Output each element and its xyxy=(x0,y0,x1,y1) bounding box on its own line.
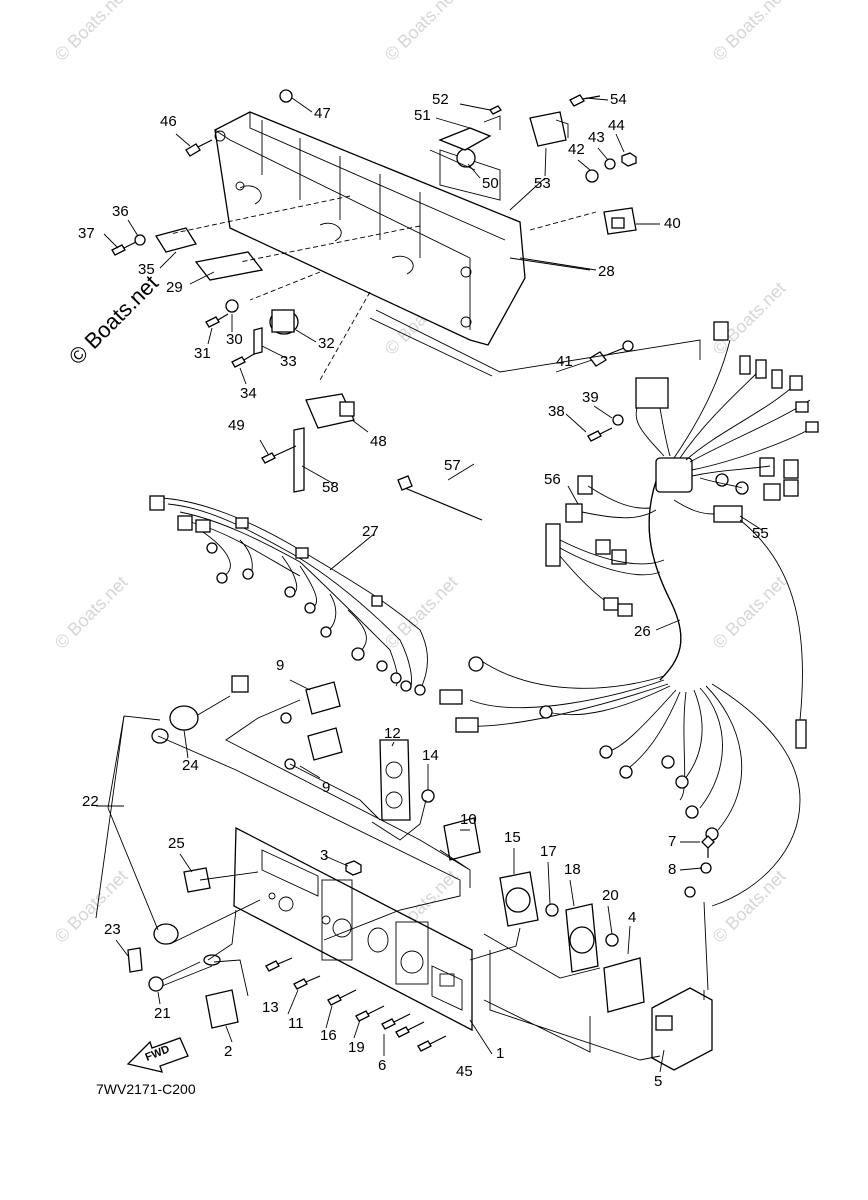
watermark: © Boats.net xyxy=(709,278,790,359)
part-label-22: 22 xyxy=(82,793,99,810)
part-label-26: 26 xyxy=(634,623,651,640)
part-label-34: 34 xyxy=(240,385,257,402)
part-label-40: 40 xyxy=(664,215,681,232)
leader-lines-top xyxy=(169,149,701,381)
part-label-2: 2 xyxy=(224,1043,232,1060)
part-label-48: 48 xyxy=(370,433,387,450)
watermark: © Boats.net xyxy=(709,0,790,65)
part-label-50: 50 xyxy=(482,175,499,192)
part-label-44: 44 xyxy=(608,117,625,134)
part-label-55: 55 xyxy=(752,525,769,542)
part-labels: 1 2 3 4 5 6 7 8 9 9 10 11 12 13 14 15 16… xyxy=(78,91,769,1090)
part-label-13: 13 xyxy=(262,999,279,1016)
part-label-4: 4 xyxy=(628,909,636,926)
part-label-31: 31 xyxy=(194,345,211,362)
part-label-32: 32 xyxy=(318,335,335,352)
part-label-57: 57 xyxy=(444,457,461,474)
watermark: © Boats.net xyxy=(51,0,132,65)
part-label-49: 49 xyxy=(228,417,245,434)
control-box-frame xyxy=(214,111,526,346)
part-label-1: 1 xyxy=(496,1045,504,1062)
fwd-arrow-icon xyxy=(126,1037,189,1073)
part-label-53: 53 xyxy=(534,175,551,192)
diagram-code: 7WV2171-C200 xyxy=(96,1081,196,1097)
part-label-24: 24 xyxy=(182,757,199,774)
label-leader-lines xyxy=(96,97,763,1073)
part-label-19: 19 xyxy=(348,1039,365,1056)
watermark: © Boats.net xyxy=(51,572,132,653)
part-label-25: 25 xyxy=(168,835,185,852)
part-label-18: 18 xyxy=(564,861,581,878)
part-label-14: 14 xyxy=(422,747,439,764)
part-label-51: 51 xyxy=(414,107,431,124)
part-label-23: 23 xyxy=(104,921,121,938)
lower-parts xyxy=(126,675,715,1073)
part-label-20: 20 xyxy=(602,887,619,904)
watermark-prominent: © Boats.net xyxy=(64,270,163,369)
part-label-9b: 9 xyxy=(322,779,330,796)
sub-harness xyxy=(149,495,428,696)
watermark: © Boats.net xyxy=(709,572,790,653)
part-label-47: 47 xyxy=(314,105,331,122)
part-label-38: 38 xyxy=(548,403,565,420)
part-label-29: 29 xyxy=(166,279,183,296)
top-hardware xyxy=(111,89,637,521)
part-label-37: 37 xyxy=(78,225,95,242)
part-label-42: 42 xyxy=(568,141,585,158)
main-harness xyxy=(439,321,819,907)
part-label-33: 33 xyxy=(280,353,297,370)
part-label-30: 30 xyxy=(226,331,243,348)
part-label-56: 56 xyxy=(544,471,561,488)
part-label-36: 36 xyxy=(112,203,129,220)
part-label-28: 28 xyxy=(598,263,615,280)
watermark: © Boats.net xyxy=(381,0,462,65)
part-label-12: 12 xyxy=(384,725,401,742)
part-label-8: 8 xyxy=(668,861,676,878)
part-label-11: 11 xyxy=(288,1015,304,1032)
leader-lines-lower xyxy=(95,699,709,1061)
part-label-17: 17 xyxy=(540,843,557,860)
part-label-7: 7 xyxy=(668,833,676,850)
part-label-39: 39 xyxy=(582,389,599,406)
part-label-46: 46 xyxy=(160,113,177,130)
part-label-27: 27 xyxy=(362,523,379,540)
part-label-41: 41 xyxy=(556,353,573,370)
part-label-35: 35 xyxy=(138,261,155,278)
part-label-5: 5 xyxy=(654,1073,662,1090)
part-label-21: 21 xyxy=(154,1005,171,1022)
part-label-16: 16 xyxy=(320,1027,337,1044)
part-label-3: 3 xyxy=(320,847,328,864)
part-label-52: 52 xyxy=(432,91,449,108)
watermark: © Boats.net xyxy=(381,572,462,653)
part-label-6: 6 xyxy=(378,1057,386,1074)
part-label-43: 43 xyxy=(588,129,605,146)
part-label-54: 54 xyxy=(610,91,627,108)
part-label-15: 15 xyxy=(504,829,521,846)
watermark: © Boats.net xyxy=(709,866,790,947)
part-label-45: 45 xyxy=(456,1063,473,1080)
part-label-9a: 9 xyxy=(276,657,284,674)
part-label-58: 58 xyxy=(322,479,339,496)
part-label-10: 10 xyxy=(460,811,477,828)
